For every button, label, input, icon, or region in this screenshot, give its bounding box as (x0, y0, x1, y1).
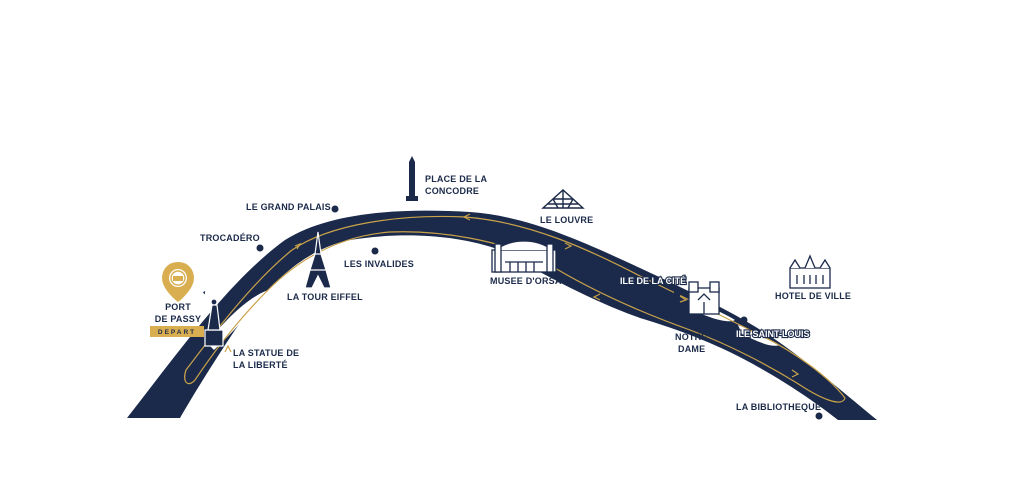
notre-dame-label-line1: NOTRE (675, 332, 708, 342)
bibliotheque-label: LA BIBLIOTHEQUE (736, 402, 821, 412)
statue-label-line1: LA STATUE DE (233, 348, 299, 358)
cathedral-icon (688, 281, 720, 315)
concorde-label-line2: CONCODRE (425, 186, 479, 196)
statue-of-liberty-icon (201, 288, 224, 347)
trocadero-label: TROCADÉRO (200, 233, 260, 243)
island-saint-louis (738, 325, 780, 346)
bibliotheque-dot (815, 412, 823, 420)
cruise-route (184, 215, 846, 403)
museum-icon (491, 240, 557, 273)
map-pin-icon[interactable] (162, 262, 194, 302)
eiffel-label: LA TOUR EIFFEL (287, 292, 363, 302)
route-arrows (224, 213, 800, 378)
invalides-dot (371, 247, 379, 255)
ile-cite-label: ILE DE LA CITÉ (620, 276, 686, 286)
river-seine (127, 210, 877, 420)
grand-palais-label: LE GRAND PALAIS (246, 202, 331, 212)
town-hall-icon (789, 254, 831, 289)
hotel-de-ville-label: HOTEL DE VILLE (775, 291, 851, 301)
ile-saint-louis-label: ILE SAINT-LOUIS (736, 329, 810, 339)
pyramid-icon (541, 189, 585, 209)
eiffel-tower-icon (304, 231, 332, 289)
grand-palais-dot (331, 205, 339, 213)
depart-badge-label: DEPART (158, 329, 196, 336)
statue-label-line2: LA LIBERTÉ (233, 360, 288, 370)
orsay-label: MUSEE D'ORSAY (490, 276, 567, 286)
depart-badge (150, 326, 204, 337)
depart-name-line1: PORT (165, 302, 191, 312)
obelisk-icon (406, 156, 418, 201)
ile-cite-dot (673, 290, 681, 298)
louvre-label: LE LOUVRE (540, 215, 593, 225)
invalides-label: LES INVALIDES (344, 259, 414, 269)
ile-saint-louis-dot (740, 316, 748, 324)
concorde-label-line1: PLACE DE LA (425, 174, 488, 184)
trocadero-dot (256, 244, 264, 252)
depart-name-line2: DE PASSY (155, 314, 201, 324)
notre-dame-label-line2: DAME (678, 344, 705, 354)
